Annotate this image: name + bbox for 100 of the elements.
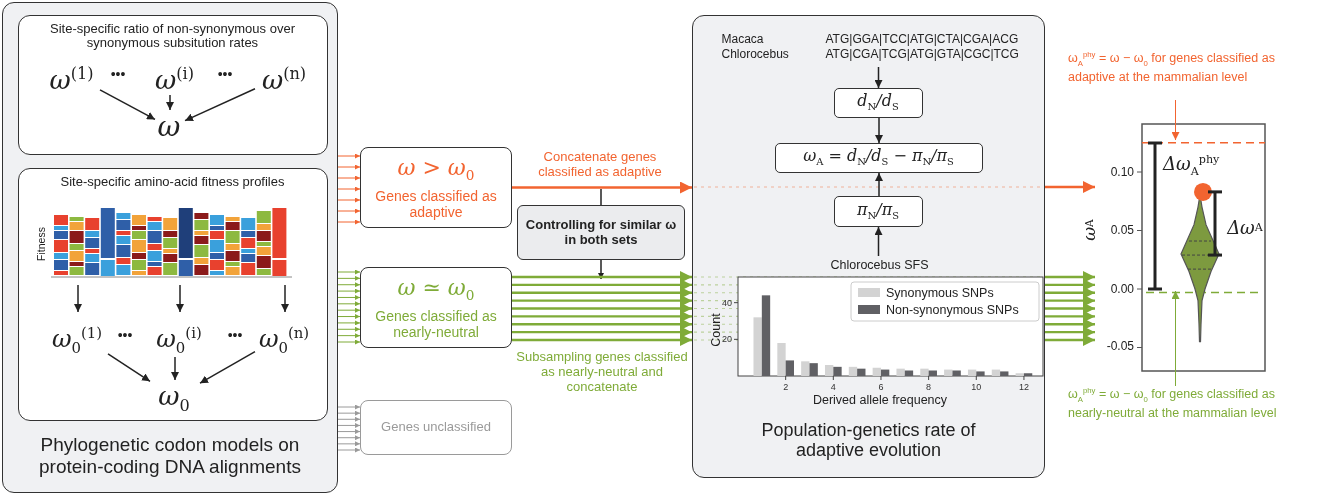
arrow bbox=[512, 310, 692, 323]
tick-label: 40 bbox=[722, 297, 732, 308]
arrow bbox=[1045, 310, 1095, 323]
math-formula: ω$_{A}$ = d$_{N}$/d$_{S}$ − π$_{N}$/π$_{S}$ bbox=[803, 147, 954, 168]
axis-label: Count bbox=[709, 313, 723, 347]
arrow bbox=[337, 282, 361, 288]
arrow bbox=[512, 286, 692, 299]
arrow bbox=[337, 197, 361, 203]
arrow bbox=[337, 208, 361, 214]
math-formula: π$_{N}$/π$_{S}$ bbox=[857, 200, 899, 222]
math-formula: ω > ω$_{0}$ bbox=[397, 154, 475, 184]
arrow bbox=[337, 219, 361, 225]
arrow bbox=[337, 186, 361, 192]
arrow bbox=[512, 302, 692, 315]
arrow bbox=[107, 353, 151, 382]
arrow bbox=[1045, 334, 1095, 346]
axis-label: Derived allele frequency bbox=[812, 393, 948, 407]
process-box bbox=[360, 147, 512, 228]
arrow bbox=[176, 284, 184, 313]
arrow bbox=[337, 435, 361, 441]
panel bbox=[2, 2, 338, 493]
arrow bbox=[337, 275, 361, 281]
tick-label: 0.00 bbox=[1109, 281, 1134, 297]
box-label: Genes classified as nearly-neutral bbox=[374, 307, 498, 341]
arrow bbox=[184, 87, 256, 122]
arrow bbox=[1045, 286, 1095, 299]
arrow bbox=[337, 269, 361, 275]
arrow bbox=[337, 288, 361, 294]
arrow bbox=[171, 356, 179, 381]
box-label: Controlling for similar ω in both sets bbox=[524, 217, 678, 248]
ellipsis: ••• bbox=[109, 65, 127, 84]
card bbox=[17, 167, 328, 421]
process-box bbox=[774, 142, 983, 173]
card bbox=[17, 14, 328, 155]
arrow bbox=[337, 422, 361, 428]
arrow bbox=[337, 320, 361, 326]
legend-label: Non-synonymous SNPs bbox=[886, 303, 1019, 317]
arrow bbox=[337, 314, 361, 320]
arrow bbox=[1045, 278, 1095, 291]
box-label: Genes classified as adaptive bbox=[374, 187, 498, 221]
arrow bbox=[337, 339, 361, 345]
arrow bbox=[875, 117, 883, 144]
tick-label: 6 bbox=[878, 382, 884, 392]
process-box bbox=[360, 400, 512, 455]
panel-title: Population-genetics rate of adaptive evolution bbox=[760, 419, 977, 461]
box-label: Genes unclassified bbox=[381, 420, 491, 435]
tick-label: 0.10 bbox=[1109, 164, 1134, 180]
tick-label: 4 bbox=[830, 382, 836, 392]
process-box bbox=[833, 195, 923, 227]
math-symbol: ω bbox=[154, 109, 184, 144]
annotation-text: ω$_{A}$$^{phy}$ = ω − ω$_{0}$ for genes classified as adaptive at the mammalian level bbox=[1068, 50, 1283, 100]
chart-title: Chlorocebus SFS bbox=[819, 255, 940, 274]
arrow bbox=[337, 301, 361, 307]
edge-label: Concatenate genes classified as adaptive bbox=[537, 150, 663, 180]
tick-label: 8 bbox=[926, 382, 932, 392]
tick-label: 12 bbox=[1018, 382, 1029, 392]
arrow bbox=[337, 410, 361, 416]
process-box bbox=[833, 87, 923, 118]
arrow bbox=[199, 350, 256, 384]
arrow bbox=[281, 284, 289, 313]
arrow bbox=[874, 66, 883, 89]
arrow bbox=[512, 181, 692, 194]
tick-label: 20 bbox=[722, 334, 732, 345]
leader-line bbox=[1171, 99, 1180, 141]
card-title: Site-specific ratio of non-synonymous over synonymous subsitution rates bbox=[49, 21, 296, 52]
tick-label: 2 bbox=[783, 382, 789, 392]
arrow bbox=[1045, 271, 1095, 283]
arrow bbox=[337, 175, 361, 181]
arrow bbox=[337, 447, 361, 453]
math-symbol: ω$^{(i)}$ bbox=[147, 54, 202, 94]
arrow bbox=[74, 284, 82, 313]
arrow bbox=[337, 153, 361, 159]
arrow bbox=[512, 326, 692, 339]
arrow bbox=[337, 416, 361, 422]
ellipsis: ••• bbox=[226, 326, 244, 345]
arrow bbox=[512, 271, 692, 283]
legend-label: Synonymous SNPs bbox=[886, 286, 994, 300]
arrow bbox=[337, 404, 361, 410]
arrow bbox=[598, 259, 604, 280]
tick-label: 10 bbox=[971, 382, 982, 392]
sequence-text: ATG|GGA|TCC|ATG|CTA|CGA|ACG bbox=[825, 32, 1020, 47]
arrow bbox=[337, 326, 361, 332]
arrow bbox=[512, 278, 692, 291]
math-symbol: ω$^{(1)}$ bbox=[44, 54, 99, 94]
species-name: Chlorocebus bbox=[721, 48, 790, 63]
arrow bbox=[512, 318, 692, 331]
arrow bbox=[1045, 181, 1095, 193]
arrow bbox=[337, 429, 361, 435]
edge-label: Subsampling genes classified as nearly-neutral and concatenate bbox=[515, 350, 689, 395]
arrow bbox=[337, 164, 361, 170]
species-name: Macaca bbox=[721, 32, 765, 47]
arrow bbox=[337, 333, 361, 339]
annotation-text: ω$_{A}$$^{phy}$ = ω − ω$_{0}$ for genes classified as nearly-neutral at the mammalian level bbox=[1068, 386, 1288, 436]
tick-label: -0.05 bbox=[1105, 338, 1134, 354]
ellipsis: ••• bbox=[116, 326, 134, 345]
math-symbol: ω$^{(n)}$ bbox=[254, 54, 314, 94]
arrow bbox=[874, 226, 883, 257]
panel-title: Phylogenetic codon models on protein-coding DNA alignments bbox=[38, 434, 302, 478]
tick-label: 0.05 bbox=[1109, 222, 1134, 238]
arrow bbox=[1045, 326, 1095, 339]
